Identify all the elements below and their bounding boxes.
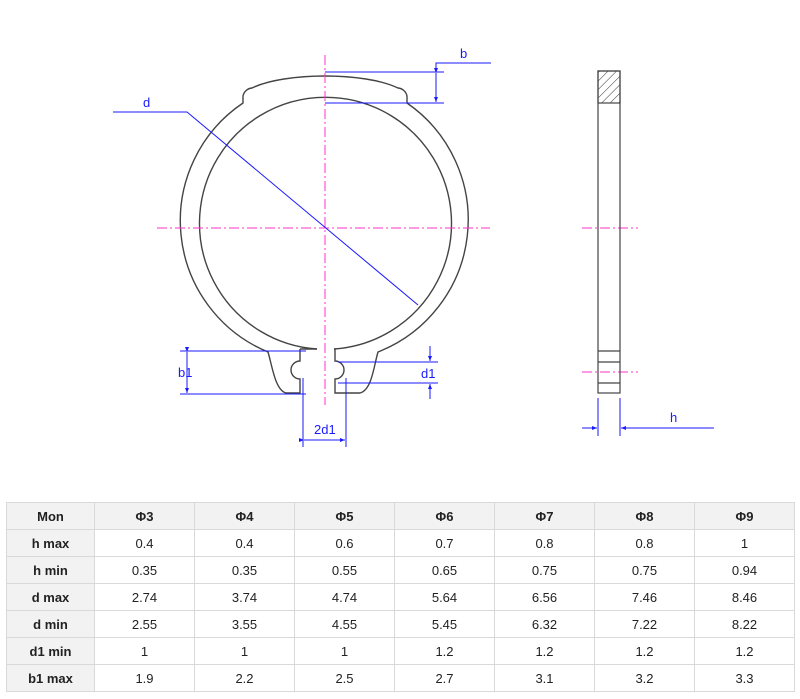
label-2d1: 2d1 (314, 422, 336, 437)
table-cell: 7.46 (594, 583, 695, 611)
ring-side-view (597, 70, 621, 394)
header-cell-size: Φ9 (694, 502, 795, 530)
spec-table: Mon Φ3 Φ4 Φ5 Φ6 Φ7 Φ8 Φ9 h max 0.4 0.4 0… (6, 502, 795, 692)
dimension-h (582, 398, 714, 436)
table-header-row: Mon Φ3 Φ4 Φ5 Φ6 Φ7 Φ8 Φ9 (6, 502, 795, 530)
row-label: d min (6, 610, 95, 638)
table-cell: 4.74 (294, 583, 395, 611)
dimension-d1 (338, 346, 438, 399)
label-d: d (143, 95, 150, 110)
table-cell: 3.1 (494, 664, 595, 692)
table-row: h min 0.35 0.35 0.55 0.65 0.75 0.75 0.94 (6, 556, 795, 584)
ring-inner-contour (198, 96, 453, 350)
table-cell: 2.7 (394, 664, 495, 692)
dimension-2d1 (299, 378, 347, 447)
table-cell: 1 (694, 529, 795, 557)
table-cell: 3.2 (594, 664, 695, 692)
table-cell: 6.56 (494, 583, 595, 611)
table-cell: 0.8 (594, 529, 695, 557)
table-cell: 0.4 (194, 529, 295, 557)
header-cell-size: Φ6 (394, 502, 495, 530)
table-row: d min 2.55 3.55 4.55 5.45 6.32 7.22 8.22 (6, 610, 795, 638)
row-label: h max (6, 529, 95, 557)
table-row: b1 max 1.9 2.2 2.5 2.7 3.1 3.2 3.3 (6, 664, 795, 692)
table-cell: 0.55 (294, 556, 395, 584)
table-cell: 6.32 (494, 610, 595, 638)
dimension-b1 (180, 347, 306, 395)
table-cell: 0.65 (394, 556, 495, 584)
table-cell: 1.9 (94, 664, 195, 692)
dimension-b (325, 62, 491, 104)
table-cell: 0.35 (94, 556, 195, 584)
table-row: d1 min 1 1 1 1.2 1.2 1.2 1.2 (6, 637, 795, 665)
label-d1: d1 (421, 366, 435, 381)
table-cell: 1 (194, 637, 295, 665)
row-label: d max (6, 583, 95, 611)
label-b: b (460, 46, 467, 61)
table-cell: 8.22 (694, 610, 795, 638)
table-cell: 1 (94, 637, 195, 665)
header-cell-size: Φ5 (294, 502, 395, 530)
header-cell-size: Φ7 (494, 502, 595, 530)
table-cell: 2.74 (94, 583, 195, 611)
ring-front-view (179, 75, 469, 394)
table-cell: 0.8 (494, 529, 595, 557)
table-cell: 1.2 (594, 637, 695, 665)
table-cell: 0.94 (694, 556, 795, 584)
label-h: h (670, 410, 677, 425)
table-cell: 0.4 (94, 529, 195, 557)
table-cell: 2.2 (194, 664, 295, 692)
header-cell-size: Φ8 (594, 502, 695, 530)
table-cell: 8.46 (694, 583, 795, 611)
row-label: h min (6, 556, 95, 584)
table-row: h max 0.4 0.4 0.6 0.7 0.8 0.8 1 (6, 529, 795, 557)
table-cell: 0.75 (594, 556, 695, 584)
table-cell: 4.55 (294, 610, 395, 638)
table-cell: 0.75 (494, 556, 595, 584)
table-cell: 3.3 (694, 664, 795, 692)
table-cell: 2.55 (94, 610, 195, 638)
header-cell-size: Φ3 (94, 502, 195, 530)
table-cell: 1 (294, 637, 395, 665)
centerlines (157, 55, 638, 405)
table-cell: 1.2 (494, 637, 595, 665)
retaining-ring-drawing: d b b1 d1 2d1 h (113, 46, 714, 447)
row-label: d1 min (6, 637, 95, 665)
header-cell-size: Φ4 (194, 502, 295, 530)
table-cell: 1.2 (394, 637, 495, 665)
table-cell: 2.5 (294, 664, 395, 692)
label-b1: b1 (178, 365, 192, 380)
table-cell: 1.2 (694, 637, 795, 665)
dimension-d (113, 111, 419, 306)
ring-outer-contour (179, 75, 469, 394)
table-cell: 7.22 (594, 610, 695, 638)
row-label: b1 max (6, 664, 95, 692)
table-cell: 0.35 (194, 556, 295, 584)
table-row: d max 2.74 3.74 4.74 5.64 6.56 7.46 8.46 (6, 583, 795, 611)
header-cell-mon: Mon (6, 502, 95, 530)
table-cell: 3.55 (194, 610, 295, 638)
table-cell: 5.64 (394, 583, 495, 611)
table-cell: 5.45 (394, 610, 495, 638)
table-cell: 3.74 (194, 583, 295, 611)
table-cell: 0.7 (394, 529, 495, 557)
table-cell: 0.6 (294, 529, 395, 557)
